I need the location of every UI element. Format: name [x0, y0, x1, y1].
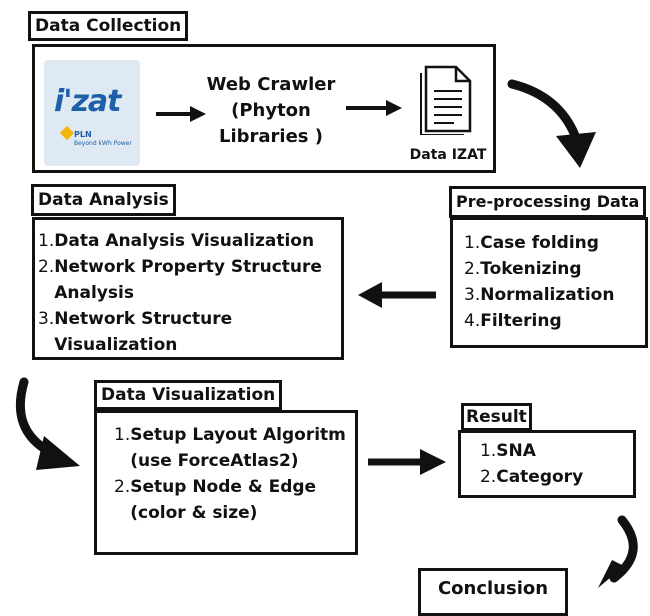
list-item: 2.Category [480, 467, 584, 487]
list-item: 1.SNA [480, 441, 536, 461]
izat-logo: i'zat PLN Beyond kWh Power [44, 60, 140, 166]
preprocessing-title: Pre-processing Data [449, 186, 647, 218]
list-item: 2.Tokenizing [464, 259, 582, 279]
list-item: 2.Setup Node & Edge (color & size) [114, 477, 317, 523]
logo-line1: PLN [74, 130, 92, 139]
list-item: 3.Normalization [464, 285, 615, 305]
arrow-logo-to-crawler [156, 106, 206, 122]
list-item: 2.Network Property Structure Analysis [38, 257, 322, 303]
curved-arrow-to-conclusion [598, 515, 638, 588]
result-list: 1.SNA 2.Category [480, 438, 630, 490]
web-crawler-line2: (Phyton [231, 100, 311, 121]
data-visualization-title: Data Visualization [94, 380, 283, 410]
curved-arrow-to-preprocessing [507, 79, 596, 168]
web-crawler-line3: Libraries ) [218, 126, 323, 147]
preprocessing-list: 1.Case folding 2.Tokenizing 3.Normalizat… [464, 230, 644, 334]
list-item: 1.Data Analysis Visualization [38, 231, 315, 251]
list-item: 1.Setup Layout Algoritm (use ForceAtlas2… [114, 425, 346, 471]
conclusion-title: Conclusion [437, 578, 549, 599]
logo-line2: Beyond kWh Power [74, 140, 132, 147]
web-crawler-text: Web Crawler (Phyton Libraries ) [196, 72, 346, 150]
data-visualization-box [94, 410, 358, 555]
data-analysis-box [32, 217, 344, 360]
result-title: Result [461, 403, 532, 431]
web-crawler-line1: Web Crawler [206, 74, 336, 95]
list-item: 1.Case folding [464, 233, 599, 253]
result-box [458, 430, 636, 498]
data-collection-title: Data Collection [28, 11, 189, 41]
logo-wordmark: i'zat [54, 84, 122, 119]
list-item: 3.Network Structure Visualization [38, 309, 233, 355]
data-analysis-list: 1.Data Analysis Visualization 2.Network … [38, 228, 338, 358]
arrow-preprocessing-to-analysis [358, 282, 436, 308]
data-analysis-title: Data Analysis [31, 184, 176, 216]
curved-arrow-to-visualization [15, 377, 80, 470]
arrow-crawler-to-document [346, 100, 402, 116]
document-icon [420, 65, 472, 135]
data-visualization-list: 1.Setup Layout Algoritm (use ForceAtlas2… [114, 422, 350, 526]
preprocessing-box [450, 217, 648, 348]
data-izat-label: Data IZAT [409, 147, 487, 163]
list-item: 4.Filtering [464, 311, 562, 331]
arrow-visualization-to-result [368, 449, 446, 475]
